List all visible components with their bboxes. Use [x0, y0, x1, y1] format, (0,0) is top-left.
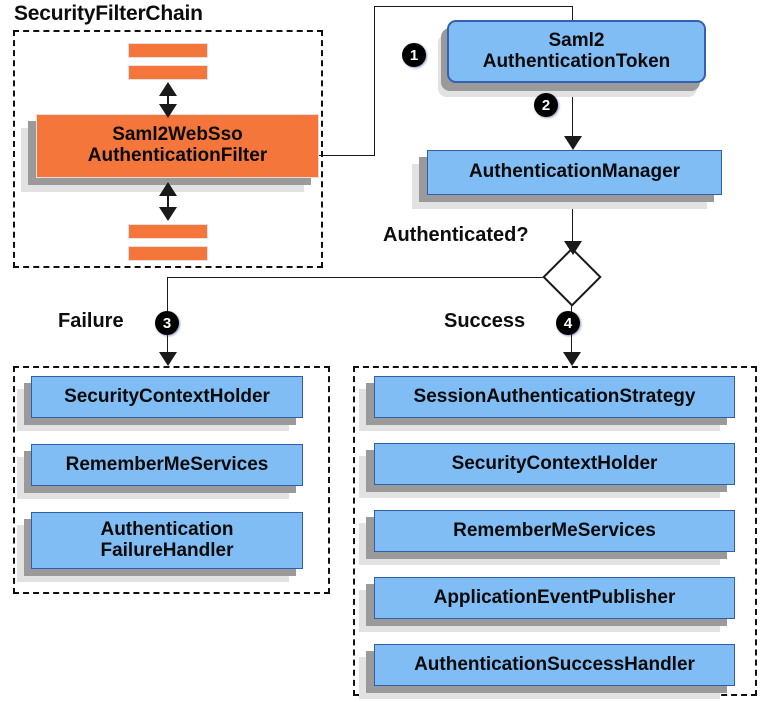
success-item-remember-me-services[interactable]: RememberMeServices — [374, 510, 735, 552]
token-to-manager-line — [572, 83, 573, 140]
success-item-security-context-holder[interactable]: SecurityContextHolder — [374, 443, 735, 485]
saml2-authentication-token-node[interactable]: Saml2 AuthenticationToken — [447, 20, 706, 83]
success-item-application-event-publisher[interactable]: ApplicationEventPublisher — [374, 577, 735, 619]
failure-branch-container — [13, 366, 330, 594]
token-node-label-line2: AuthenticationToken — [482, 50, 671, 72]
step-badge-4: 4 — [556, 311, 580, 335]
security-filter-chain-container — [13, 30, 323, 268]
token-node-label-line1: Saml2 — [548, 29, 605, 51]
success-label: Success — [444, 310, 526, 332]
token-to-manager-arrowhead — [564, 136, 582, 150]
filter-node-label-line1: Saml2WebSso — [112, 124, 243, 146]
filter-node-label: Saml2WebSso AuthenticationFilter — [88, 125, 267, 166]
success-item-2-label: SecurityContextHolder — [451, 452, 658, 474]
success-item-authentication-success-handler[interactable]: AuthenticationSuccessHandler — [374, 644, 735, 686]
success-item-4-label: ApplicationEventPublisher — [433, 586, 676, 608]
failure-item-1-label: SecurityContextHolder — [64, 385, 270, 407]
token-node-label: Saml2 AuthenticationToken — [482, 29, 671, 72]
authenticated-decision-diamond — [542, 247, 602, 307]
success-item-1-label: SessionAuthenticationStrategy — [413, 385, 696, 407]
manager-node-label: AuthenticationManager — [468, 161, 681, 183]
filter-arrow-up-top — [159, 82, 177, 96]
filter-bar-1 — [128, 43, 208, 58]
filter-node-label-line2: AuthenticationFilter — [87, 145, 268, 166]
failure-item-remember-me-services[interactable]: RememberMeServices — [31, 444, 303, 486]
filter-connector-top-line — [167, 86, 169, 114]
failure-branch-arrowhead — [159, 352, 177, 366]
step-badge-2: 2 — [534, 93, 558, 117]
failure-label: Failure — [58, 310, 124, 332]
failure-item-3-label-line1: Authentication — [100, 518, 234, 540]
filter-bar-4 — [128, 246, 208, 261]
failure-item-3-label-line2: FailureHandler — [100, 539, 234, 561]
success-branch-arrowhead — [563, 352, 581, 366]
filter-to-token-segment-right — [319, 155, 375, 156]
filter-connector-bottom-line — [167, 186, 169, 216]
success-item-3-label: RememberMeServices — [453, 519, 656, 541]
failure-item-security-context-holder[interactable]: SecurityContextHolder — [31, 376, 303, 418]
filter-to-token-segment-up — [374, 6, 375, 156]
failure-branch-horizontal-line — [167, 277, 552, 278]
failure-item-3-label: Authentication FailureHandler — [100, 518, 234, 561]
step-badge-1: 1 — [402, 43, 426, 67]
step-badge-3: 3 — [155, 311, 179, 335]
filter-bar-3 — [128, 224, 208, 239]
success-item-session-authentication-strategy[interactable]: SessionAuthenticationStrategy — [374, 376, 735, 418]
filter-arrow-up-bottom — [159, 182, 177, 196]
authentication-manager-node[interactable]: AuthenticationManager — [427, 150, 722, 195]
failure-item-authentication-failure-handler[interactable]: Authentication FailureHandler — [31, 512, 303, 569]
filter-arrow-down-bottom — [159, 207, 177, 221]
failure-item-2-label: RememberMeServices — [65, 453, 269, 475]
filter-arrow-down-top — [159, 104, 177, 118]
manager-to-decision-line — [572, 195, 573, 244]
filter-to-token-segment-top — [374, 6, 573, 7]
filter-bar-2 — [128, 65, 208, 80]
authenticated-question-label: Authenticated? — [383, 224, 529, 246]
success-item-5-label: AuthenticationSuccessHandler — [414, 653, 695, 675]
security-filter-chain-title: SecurityFilterChain — [14, 2, 203, 25]
saml2-websso-authentication-filter-node[interactable]: Saml2WebSso AuthenticationFilter — [36, 114, 319, 178]
manager-to-decision-arrowhead — [564, 241, 582, 255]
